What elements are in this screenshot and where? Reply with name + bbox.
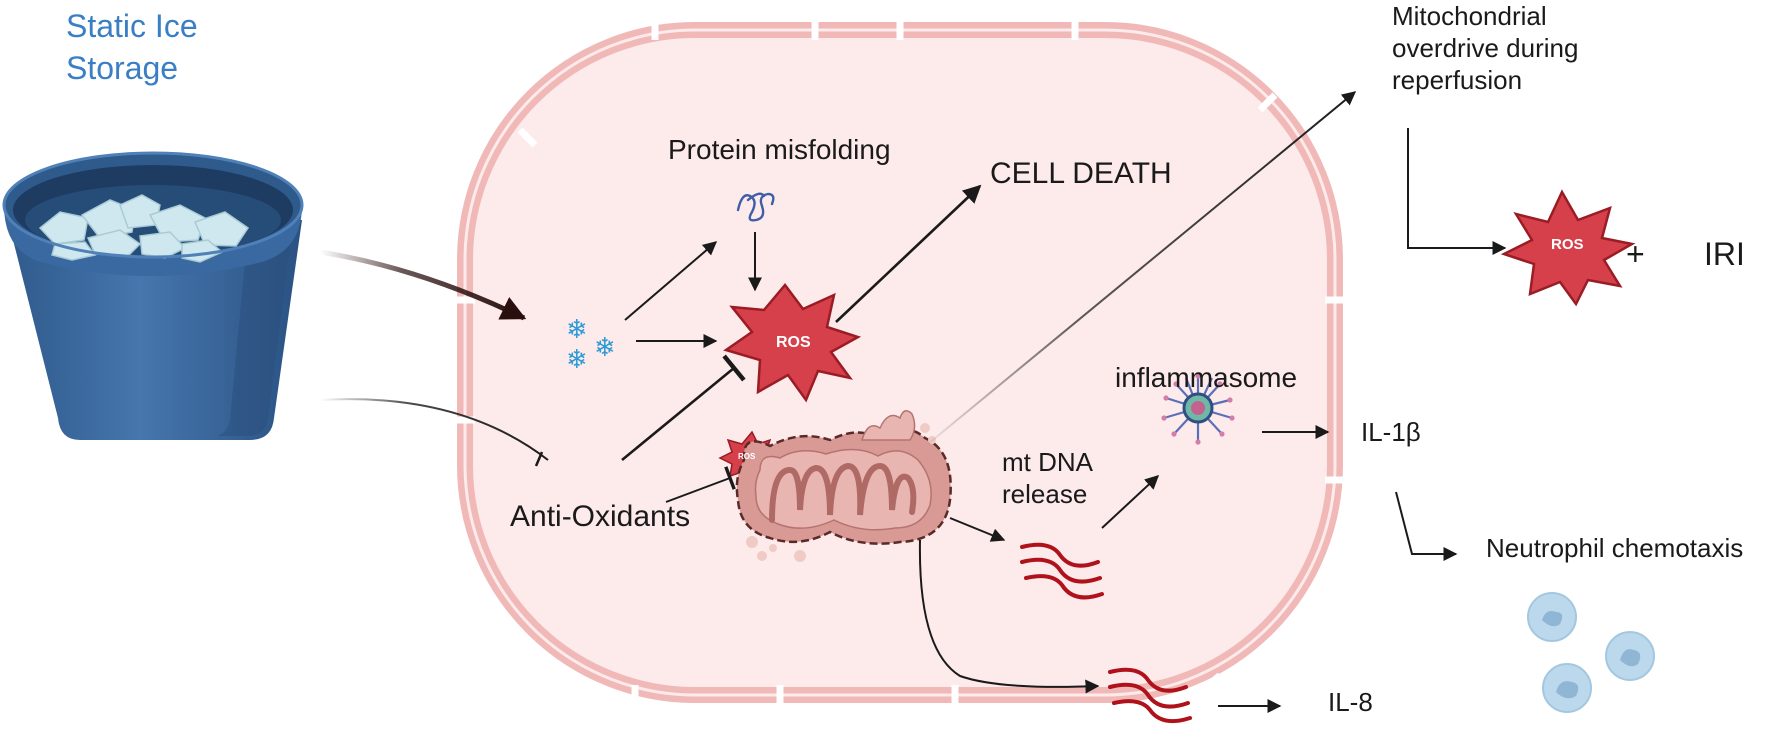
protein-misfolding-label: Protein misfolding (668, 134, 891, 165)
cell (455, 20, 1345, 705)
svg-text:❄: ❄ (594, 333, 616, 363)
antioxidants-label: Anti-Oxidants (510, 500, 691, 533)
ros-badge-right: ROS (1551, 236, 1584, 253)
iri-label: IRI (1704, 236, 1745, 272)
plus-sign: + (1626, 236, 1645, 272)
neutrophil-label: Neutrophil chemotaxis (1486, 533, 1744, 563)
il1b-label: IL-1β (1361, 417, 1421, 447)
cold-arrow (319, 249, 527, 321)
title-line1: Static Ice (66, 8, 198, 44)
ice-bucket-icon (2, 151, 304, 440)
svg-text:❄: ❄ (566, 315, 588, 345)
svg-text:❄: ❄ (566, 345, 588, 375)
il8-label: IL-8 (1328, 687, 1373, 717)
ros-badge-main: ROS (776, 334, 811, 351)
pathway-arrows (621, 184, 1330, 713)
dna-strand-icon (1108, 667, 1192, 724)
title-line2: Storage (66, 50, 179, 86)
cold-inhibit-antioxidants (319, 398, 549, 461)
mt-dna-label-line2: release (1002, 479, 1088, 509)
ice-cubes (38, 194, 250, 263)
dna-strand-icon (1020, 542, 1104, 600)
protein-icon (736, 192, 775, 222)
cell-death-label: CELL DEATH (990, 157, 1172, 190)
ros-burst-icon (1500, 189, 1636, 307)
mt-dna-label-line1: mt DNA (1002, 447, 1093, 477)
mitochondrion-icon (735, 410, 952, 562)
overdrive-to-ros-arrow (1407, 128, 1507, 255)
membrane-pores (455, 20, 1345, 705)
mito-overdrive-line1: Mitochondrial (1392, 1, 1547, 31)
ros-burst-icon (723, 282, 862, 403)
il1b-to-neutrophil-arrow (1395, 491, 1458, 561)
mito-overdrive-line3: reperfusion (1392, 65, 1523, 95)
inflammasome-label: inflammasome (1115, 362, 1298, 393)
mito-overdrive-arrow (927, 91, 1357, 445)
mito-overdrive-line2: overdrive during (1392, 33, 1579, 63)
snowflake-icon: ❄ ❄ ❄ (566, 315, 616, 375)
ros-badge-mito: ROS (738, 452, 756, 461)
inflammasome-icon (1161, 373, 1235, 445)
neutrophil-icon (1527, 592, 1655, 713)
